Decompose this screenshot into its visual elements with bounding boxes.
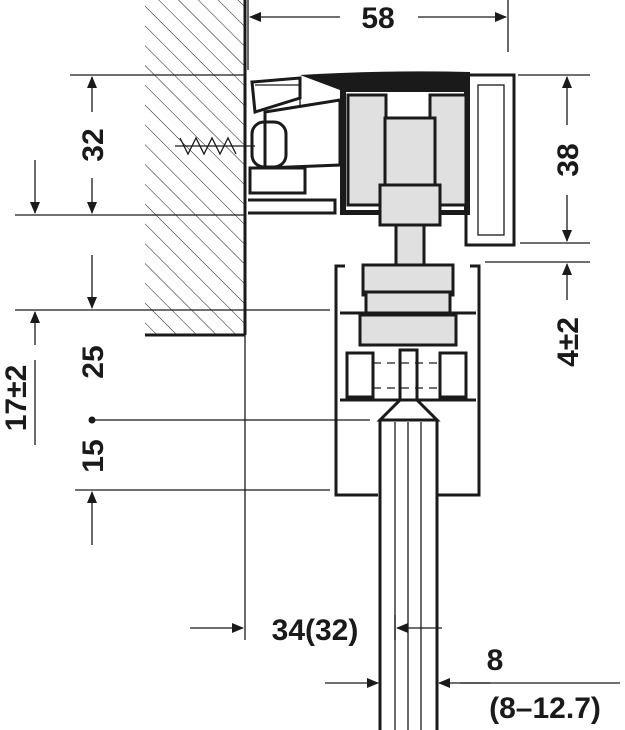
dim-38-label: 38 — [552, 143, 585, 176]
dim-58-label: 58 — [361, 2, 394, 35]
top-track-profile — [248, 71, 516, 269]
dim-25-label: 25 — [77, 345, 110, 378]
dim-34-32-label: 34(32) — [272, 614, 359, 647]
dimension-lines — [15, 0, 620, 688]
glass-panel — [378, 420, 439, 730]
dim-8-label: 8 — [487, 644, 504, 677]
dim-8-12-7-label: (8–12.7) — [489, 692, 601, 725]
dim-32-label: 32 — [77, 128, 110, 161]
dim-4-2-label: 4±2 — [552, 317, 585, 367]
dim-17-2-label: 17±2 — [0, 365, 33, 432]
dim-15-label: 15 — [77, 439, 110, 472]
wall — [145, 0, 247, 640]
